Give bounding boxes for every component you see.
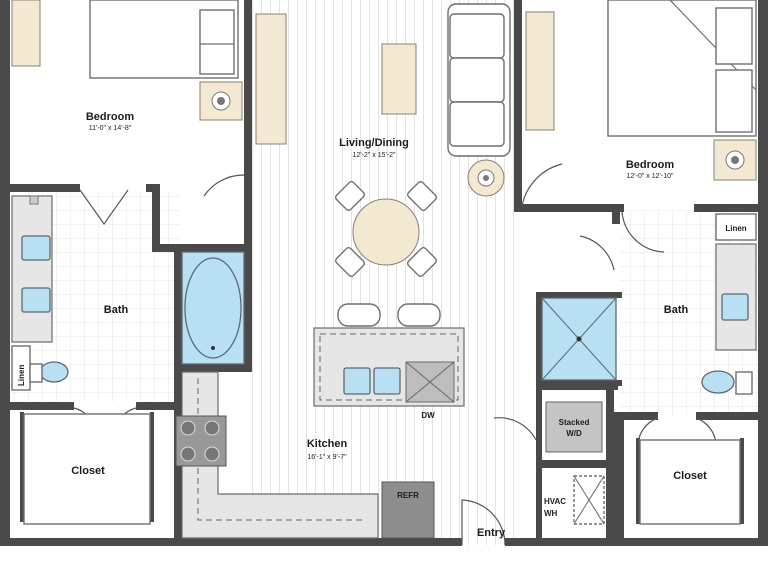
washer-dryer bbox=[545, 401, 603, 453]
entry-name: Entry bbox=[477, 527, 506, 539]
bath-left-name: Bath bbox=[104, 304, 129, 316]
bedroom-left: Bedroom 11'-0" x 14'-8" bbox=[11, 0, 245, 226]
toilet-left bbox=[39, 361, 69, 383]
kitchen-name: Kitchen bbox=[307, 438, 348, 450]
linen-right bbox=[715, 213, 757, 241]
refrigerator bbox=[381, 481, 435, 539]
kitchen: DW REFR Kitchen 16'-1" x 9'-7" bbox=[175, 327, 465, 539]
toilet-right bbox=[701, 370, 735, 394]
closet-right-name: Closet bbox=[673, 470, 707, 482]
utility: Stacked W/D HVAC WH bbox=[544, 401, 605, 525]
coffee-table bbox=[381, 43, 417, 115]
bath-left: Bath Linen bbox=[11, 195, 245, 433]
bedroom-right-name: Bedroom bbox=[626, 159, 675, 171]
dining-table bbox=[352, 198, 420, 266]
bedroom-left-dims: 11'-0" x 14'-8" bbox=[89, 125, 132, 132]
bedroom-right: Bedroom 12'-0" x 12'-10" bbox=[521, 0, 757, 253]
living-dining-dims: 12'-2" x 15'-2" bbox=[352, 152, 396, 159]
refrigerator-label: REFR bbox=[397, 491, 419, 500]
entry: Entry bbox=[461, 417, 537, 546]
vanity-left bbox=[11, 195, 53, 343]
closet-left: Closet bbox=[23, 413, 151, 525]
laundry-label-2: W/D bbox=[566, 429, 582, 438]
linen-right-label: Linen bbox=[725, 224, 746, 233]
water-heater-label: WH bbox=[544, 509, 558, 518]
console bbox=[255, 13, 287, 145]
sink-right bbox=[721, 293, 749, 321]
linen-left-label: Linen bbox=[17, 365, 26, 386]
sink-left-top bbox=[21, 235, 51, 261]
bedroom-left-name: Bedroom bbox=[86, 111, 135, 123]
bath-right-name: Bath bbox=[664, 304, 689, 316]
living-dining: Living/Dining 12'-2" x 15'-2" bbox=[255, 3, 511, 327]
dishwasher-label: DW bbox=[421, 411, 435, 420]
kitchen-dims: 16'-1" x 9'-7" bbox=[307, 454, 347, 461]
dresser-right bbox=[525, 11, 555, 131]
hvac-label: HVAC bbox=[544, 497, 566, 506]
sink-left-bottom bbox=[21, 287, 51, 313]
closet-left-name: Closet bbox=[71, 465, 105, 477]
dresser bbox=[11, 0, 41, 67]
kitchen-sink-right bbox=[373, 367, 401, 395]
closet-right: Closet bbox=[639, 439, 741, 525]
walls bbox=[0, 0, 768, 546]
bath-right: Linen Bath bbox=[541, 213, 757, 445]
living-dining-name: Living/Dining bbox=[339, 137, 409, 149]
kitchen-sink-left bbox=[343, 367, 371, 395]
laundry-label-1: Stacked bbox=[559, 418, 590, 427]
bedroom-right-dims: 12'-0" x 12'-10" bbox=[627, 173, 674, 180]
